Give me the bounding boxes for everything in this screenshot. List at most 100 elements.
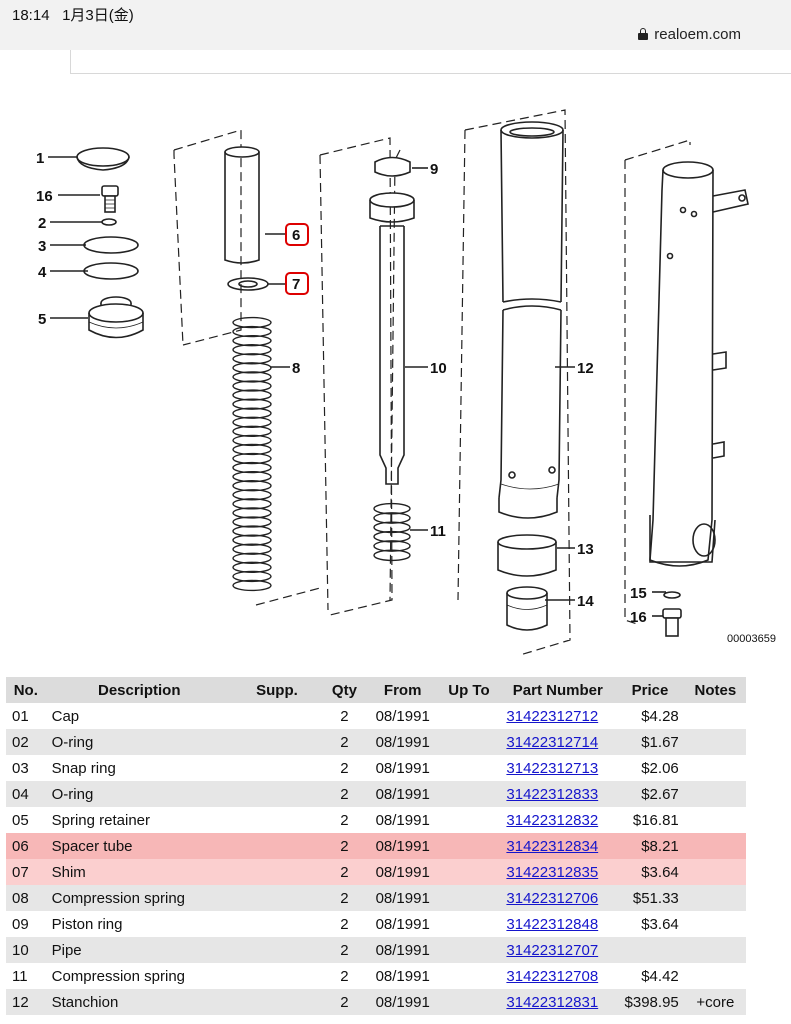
url-text: realoem.com [654, 26, 741, 43]
row-qty: 2 [340, 759, 349, 777]
part-number-link[interactable]: 31422312835 [506, 863, 599, 881]
row-supp [233, 833, 321, 859]
part-number-link[interactable]: 31422312848 [506, 915, 599, 933]
part-number-link[interactable]: 31422312706 [506, 889, 599, 907]
address-bar[interactable]: realoem.com [638, 26, 741, 43]
header-no[interactable]: No. [6, 677, 46, 703]
part-number-link[interactable]: 31422312713 [506, 759, 599, 777]
callout-7[interactable]: 7 [292, 276, 300, 293]
part-number-link[interactable]: 31422312714 [506, 733, 599, 751]
row-no: 06 [12, 837, 29, 855]
row-from: 08/1991 [375, 733, 430, 751]
row-notes [685, 833, 746, 859]
row-part-number[interactable]: 31422312848 [500, 911, 615, 937]
row-part-number[interactable]: 31422312834 [500, 833, 615, 859]
callout-6[interactable]: 6 [292, 227, 300, 244]
row-part-number[interactable]: 31422312714 [500, 729, 615, 755]
row-part-number[interactable]: 31422312708 [500, 963, 615, 989]
row-supp [233, 911, 321, 937]
row-notes [685, 703, 746, 729]
header-description[interactable]: Description [45, 677, 233, 703]
row-notes [685, 781, 746, 807]
row-price: $3.64 [641, 863, 679, 881]
row-supp [233, 781, 321, 807]
row-price: $1.67 [641, 733, 679, 751]
row-supp [233, 989, 321, 1015]
row-price [615, 937, 685, 963]
callout-2: 2 [38, 215, 46, 232]
part-number-link[interactable]: 31422312831 [506, 993, 599, 1011]
row-qty: 2 [340, 915, 349, 933]
row-from: 08/1991 [375, 993, 430, 1011]
header-supp[interactable]: Supp. [232, 677, 321, 703]
row-supp [233, 885, 321, 911]
part-number-link[interactable]: 31422312833 [506, 785, 599, 803]
row-from: 08/1991 [375, 889, 430, 907]
row-notes [685, 755, 746, 781]
row-from: 08/1991 [375, 707, 430, 725]
row-up-to [437, 755, 500, 781]
page-header-edge [70, 50, 791, 74]
row-up-to [437, 833, 500, 859]
row-price: $8.21 [641, 837, 679, 855]
row-description: Shim [51, 863, 86, 881]
row-price: $4.42 [641, 967, 679, 985]
row-qty: 2 [340, 967, 349, 985]
row-part-number[interactable]: 31422312832 [500, 807, 615, 833]
parts-diagram: 1 16 2 3 4 5 6 7 8 9 10 11 12 13 14 15 1… [36, 109, 776, 656]
part-number-link[interactable]: 31422312832 [506, 811, 599, 829]
row-part-number[interactable]: 31422312712 [500, 703, 615, 729]
row-part-number[interactable]: 31422312831 [500, 989, 615, 1015]
row-description: Piston ring [51, 915, 123, 933]
lock-icon [638, 28, 649, 40]
row-up-to [437, 937, 500, 963]
row-notes [685, 911, 746, 937]
row-part-number[interactable]: 31422312707 [500, 937, 615, 963]
header-qty[interactable]: Qty [321, 677, 368, 703]
clock: 18:14 [12, 7, 50, 24]
row-from: 08/1991 [375, 837, 430, 855]
row-up-to [437, 963, 500, 989]
callout-16b: 16 [630, 609, 647, 626]
row-qty: 2 [340, 733, 349, 751]
header-from[interactable]: From [367, 677, 438, 703]
row-supp [233, 807, 321, 833]
row-description: Pipe [51, 941, 82, 959]
part-number-link[interactable]: 31422312708 [506, 967, 599, 985]
row-qty: 2 [340, 889, 349, 907]
row-from: 08/1991 [375, 967, 430, 985]
row-supp [233, 755, 321, 781]
row-description: Compression spring [51, 889, 185, 907]
callout-1: 1 [36, 150, 44, 167]
row-qty: 2 [340, 837, 349, 855]
row-notes [685, 807, 746, 833]
row-part-number[interactable]: 31422312833 [500, 781, 615, 807]
header-notes[interactable]: Notes [684, 677, 746, 703]
row-part-number[interactable]: 31422312706 [500, 885, 615, 911]
row-description: O-ring [51, 733, 94, 751]
header-price[interactable]: Price [615, 677, 685, 703]
row-up-to [437, 885, 500, 911]
part-number-link[interactable]: 31422312707 [506, 941, 599, 959]
header-up-to[interactable]: Up To [437, 677, 501, 703]
part-number-link[interactable]: 31422312712 [506, 707, 599, 725]
row-up-to [437, 781, 500, 807]
row-part-number[interactable]: 31422312713 [500, 755, 615, 781]
header-part-number[interactable]: Part Number [500, 677, 616, 703]
row-part-number[interactable]: 31422312835 [500, 859, 615, 885]
row-price: $398.95 [624, 993, 679, 1011]
part-number-link[interactable]: 31422312834 [506, 837, 599, 855]
